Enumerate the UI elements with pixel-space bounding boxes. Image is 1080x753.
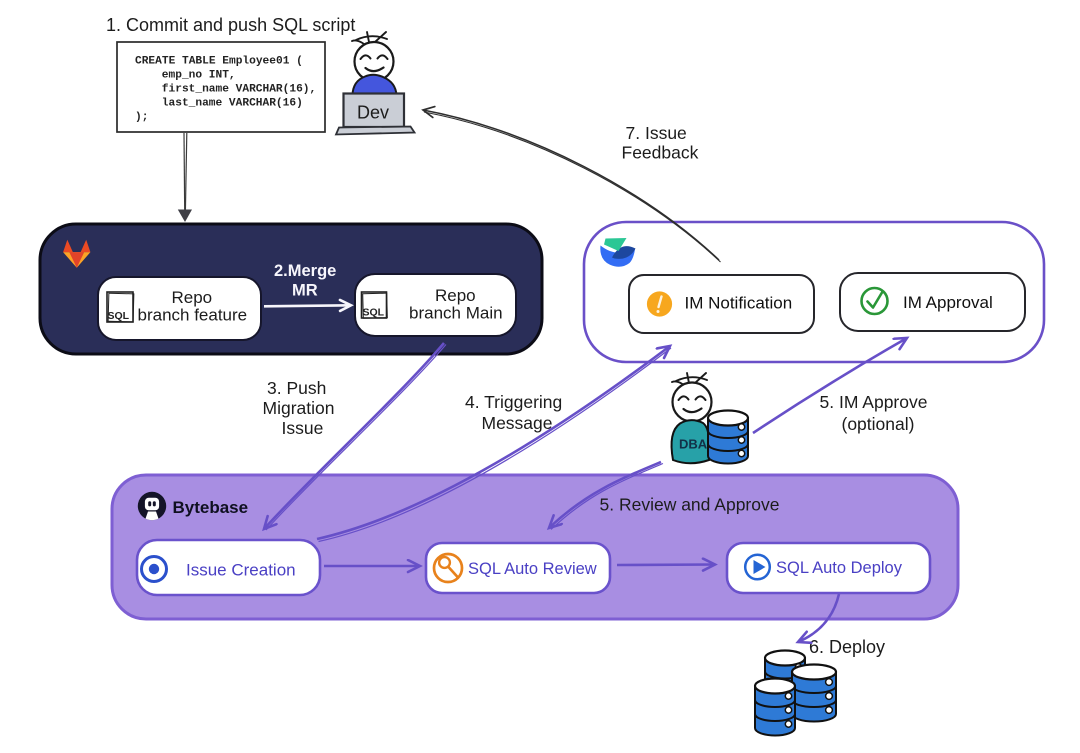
svg-text:5. Review and Approve: 5. Review and Approve [600,495,780,515]
svg-text:SQL: SQL [108,310,130,322]
svg-text:2.Merge: 2.Merge [274,262,336,280]
svg-text:3. Push: 3. Push [267,378,326,398]
svg-text:SQL: SQL [363,307,385,319]
svg-text:6. Deploy: 6. Deploy [809,637,885,657]
svg-text:Repo: Repo [172,288,213,307]
svg-text:Issue: Issue [282,418,324,438]
svg-text:last_name VARCHAR(16): last_name VARCHAR(16) [162,98,303,110]
svg-text:Bytebase: Bytebase [173,498,249,517]
svg-text:5. IM Approve: 5. IM Approve [820,392,928,412]
svg-text:first_name VARCHAR(16),: first_name VARCHAR(16), [162,84,316,96]
svg-text:Repo: Repo [435,286,476,305]
svg-text:Feedback: Feedback [622,143,699,163]
svg-text:Message: Message [482,413,553,433]
svg-text:SQL Auto Deploy: SQL Auto Deploy [776,559,903,577]
svg-text:IM Approval: IM Approval [903,293,993,312]
svg-text:);: ); [135,112,148,124]
svg-text:7. Issue: 7. Issue [626,123,687,143]
svg-text:Issue Creation: Issue Creation [186,561,296,580]
svg-text:emp_no INT,: emp_no INT, [162,70,236,82]
svg-text:Dev: Dev [357,103,389,123]
svg-text:(optional): (optional) [842,414,915,434]
svg-text:SQL Auto Review: SQL Auto Review [468,560,597,578]
svg-text:1. Commit and push SQL script: 1. Commit and push SQL script [106,15,355,35]
svg-text:IM Notification: IM Notification [685,294,793,313]
svg-text:CREATE TABLE Employee01 (: CREATE TABLE Employee01 ( [135,56,303,68]
svg-text:Migration: Migration [263,398,335,418]
svg-text:branch Main: branch Main [409,304,503,323]
svg-text:branch feature: branch feature [138,306,248,325]
svg-text:4. Triggering: 4. Triggering [465,392,562,412]
svg-text:MR: MR [292,282,318,300]
svg-text:DBA: DBA [679,437,708,452]
